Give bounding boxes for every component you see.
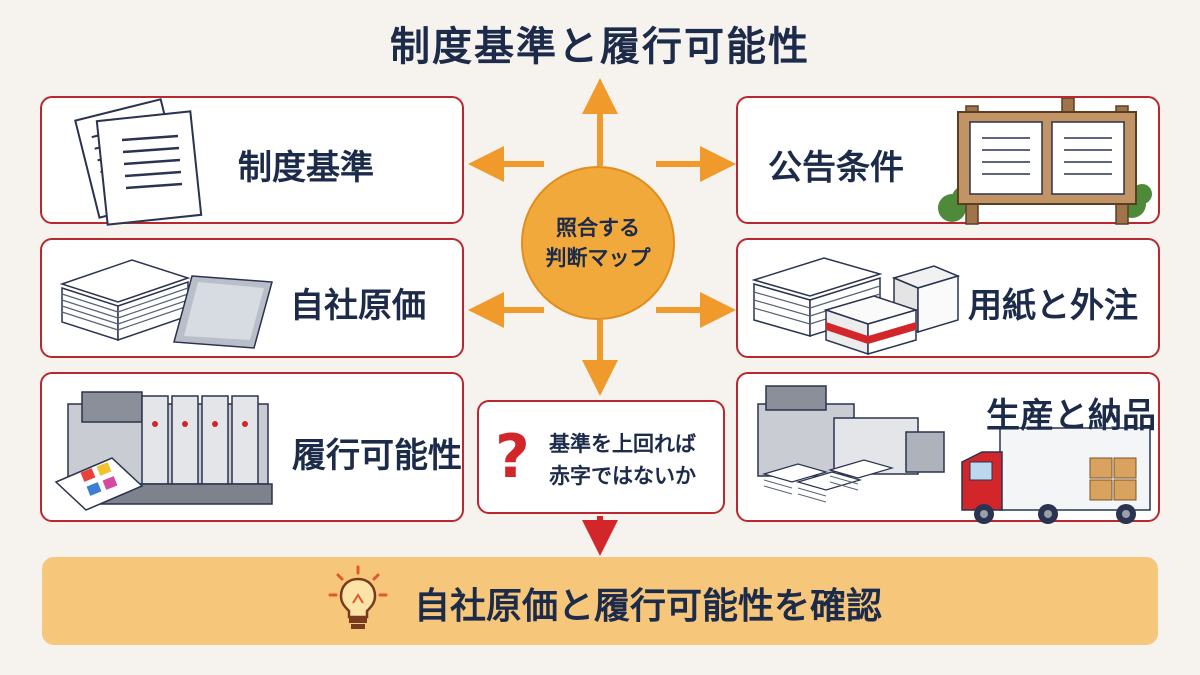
card-label: 自社原価 [290,286,426,326]
factory-and-truck-icon [757,385,1151,524]
card-koukoku-jouken[interactable]: 公告条件 [736,96,1160,225]
paper-and-boxes-icon [751,257,961,356]
card-label: 履行可能性 [292,436,462,476]
printing-press-icon [54,391,273,511]
card-jisha-genka[interactable]: 自社原価 [40,238,464,358]
conclusion-bar[interactable]: 自社原価と履行可能性を確認 [42,557,1158,645]
question-mark-icon: ? [495,422,530,492]
question-line-1: 基準を上回れば [549,432,696,456]
card-seisan-nouhin[interactable]: 生産と納品 [736,372,1160,524]
notice-board-icon [938,98,1152,225]
conclusion-label: 自社原価と履行可能性を確認 [414,586,883,627]
page-title: 制度基準と履行可能性 [390,24,810,70]
question-text: 基準を上回れば 赤字ではないか [549,428,696,492]
hub-line-1: 照合する [556,216,640,240]
hub-line-2: 判断マップ [545,246,651,270]
card-label: 生産と納品 [986,396,1156,436]
card-seido-kijun[interactable]: 制度基準 [40,96,464,226]
card-youshi-gaichu[interactable]: 用紙と外注 [736,238,1160,358]
card-label: 公告条件 [768,148,904,188]
card-label: 用紙と外注 [968,286,1138,326]
paper-stack-icon [59,259,273,349]
document-stack-icon [74,98,203,226]
card-label: 制度基準 [238,148,374,188]
card-riko-kanousei[interactable]: 履行可能性 [40,372,464,522]
lightbulb-icon [328,565,388,629]
question-card[interactable]: ? 基準を上回れば 赤字ではないか [477,400,725,514]
hub-circle: 照合する 判断マップ [521,166,675,320]
question-line-2: 赤字ではないか [549,464,696,488]
